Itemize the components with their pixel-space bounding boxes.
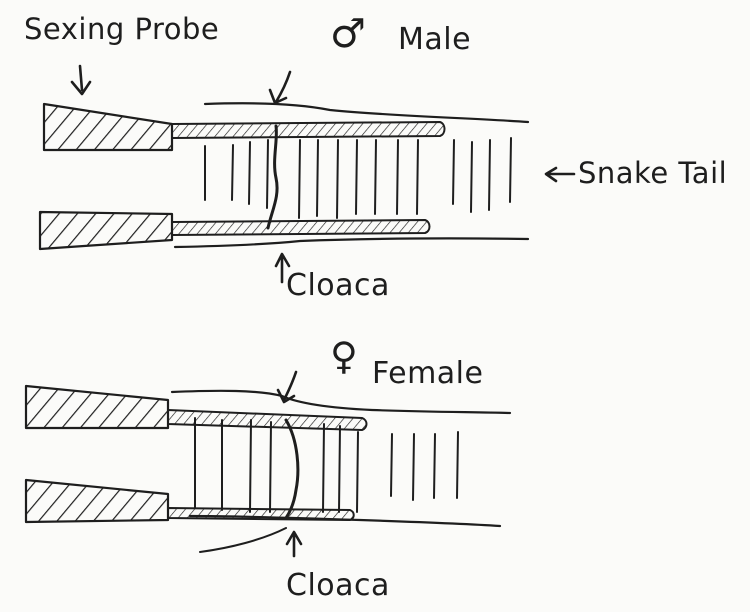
female-probe-rod-top xyxy=(168,410,367,430)
male-probe-rod-bottom xyxy=(172,220,430,235)
male-probe-rod-top xyxy=(172,122,445,138)
female-diagram xyxy=(26,372,510,556)
female-cloaca-bottom-arrow xyxy=(287,532,301,556)
male-symbol: ♂ xyxy=(330,14,366,54)
female-probe-handle-top xyxy=(26,386,168,428)
male-tail-top-edge xyxy=(205,103,528,122)
male-tail-bottom-edge xyxy=(175,238,528,247)
female-probe-rod-bottom xyxy=(168,508,354,520)
male-tail-scales xyxy=(205,138,511,218)
female-cloaca-lip xyxy=(200,528,286,552)
male-probe-handle-bottom xyxy=(40,212,172,249)
female-probe-handle-bottom xyxy=(26,480,168,522)
cloaca-label-top: Cloaca xyxy=(286,268,390,303)
female-symbol: ♀ xyxy=(330,336,358,376)
female-label: Female xyxy=(372,356,483,391)
sexing-probe-label: Sexing Probe xyxy=(24,12,219,46)
cloaca-label-bottom: Cloaca xyxy=(286,568,390,603)
female-tail-scales xyxy=(195,418,458,512)
female-cloaca-line xyxy=(286,420,298,518)
snake-tail-arrow xyxy=(546,168,574,181)
male-cloaca-line xyxy=(268,126,277,228)
male-probe-handle-top xyxy=(44,104,172,150)
male-cloaca-top-arrow xyxy=(270,72,290,103)
male-probe-arrow xyxy=(72,66,90,94)
snake-tail-label: Snake Tail xyxy=(578,156,727,190)
male-label: Male xyxy=(398,22,471,57)
male-diagram xyxy=(40,66,574,282)
female-tail-top-edge xyxy=(172,391,510,413)
